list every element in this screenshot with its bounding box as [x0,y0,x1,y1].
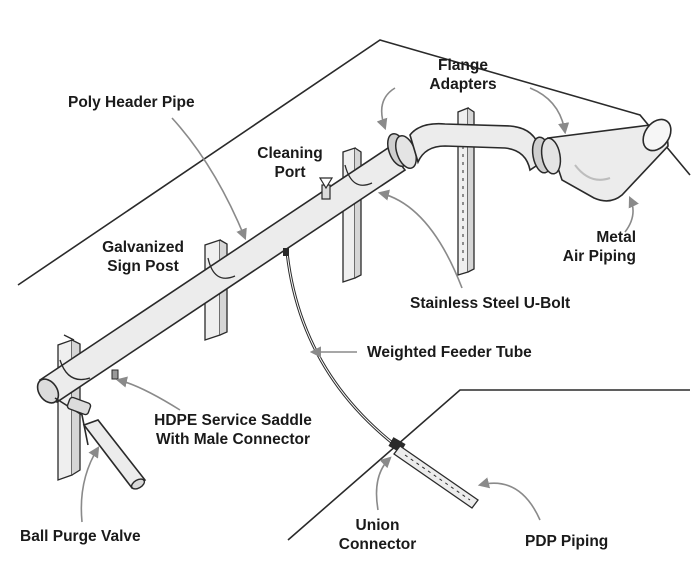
arrow-saddle [115,376,181,411]
pdp-piping [393,445,479,509]
label-pdp-piping: PDP Piping [525,533,609,550]
u-bolt-1 [59,359,91,381]
arrow-u-bolt [377,189,463,289]
arrow-purge-valve [80,446,100,523]
poly-header-pipe [36,146,407,404]
label-cleaning-port: Cleaning Port [240,144,340,182]
label-galvanized-sign-post: Galvanized Sign Post [93,238,193,276]
label-flange-adapters: Flange Adapters [408,56,518,94]
label-hdpe-line2: With Male Connector [155,431,310,448]
sign-post-4 [457,107,475,276]
arrow-flange-2 [529,87,570,135]
label-union-line2: Connector [338,536,417,553]
label-union-line1: Union [355,517,400,534]
label-cleaning-port-line2: Port [274,164,306,181]
label-flange-adapters-line2: Adapters [429,76,497,93]
label-galvanized-line2: Sign Post [107,258,179,275]
label-hdpe-line1: HDPE Service Saddle [154,412,312,429]
label-cleaning-port-line1: Cleaning [257,145,323,162]
label-metal-air-line2: Air Piping [562,248,636,265]
label-ball-purge-valve: Ball Purge Valve [20,528,141,545]
ball-purge-valve [54,396,147,490]
label-galvanized-line1: Galvanized [102,239,184,256]
label-metal-air-piping: Metal Air Piping [540,228,636,266]
flange-adapter-1 [386,132,418,170]
arrow-union [375,456,392,511]
hdpe-service-saddle [111,369,119,380]
label-flange-adapters-line1: Flange [438,57,488,74]
metal-air-piping [409,118,672,202]
arrow-pdp [477,477,541,521]
flange-adapter-2 [531,136,562,175]
label-union-connector: Union Connector [330,516,425,554]
label-hdpe-saddle: HDPE Service Saddle With Male Connector [133,411,333,449]
u-bolt-3 [344,164,373,186]
label-stainless-u-bolt: Stainless Steel U-Bolt [410,295,571,312]
cleaning-port [318,177,334,200]
arrow-flange-1 [376,87,396,131]
label-metal-air-line1: Metal [596,229,636,246]
label-weighted-feeder-tube: Weighted Feeder Tube [367,344,532,361]
label-poly-header-pipe: Poly Header Pipe [68,94,195,111]
u-bolt-2 [207,257,236,279]
arrow-metal-air [624,195,639,233]
arrow-poly-header [171,117,247,241]
pdp-ground-outline [287,389,690,541]
